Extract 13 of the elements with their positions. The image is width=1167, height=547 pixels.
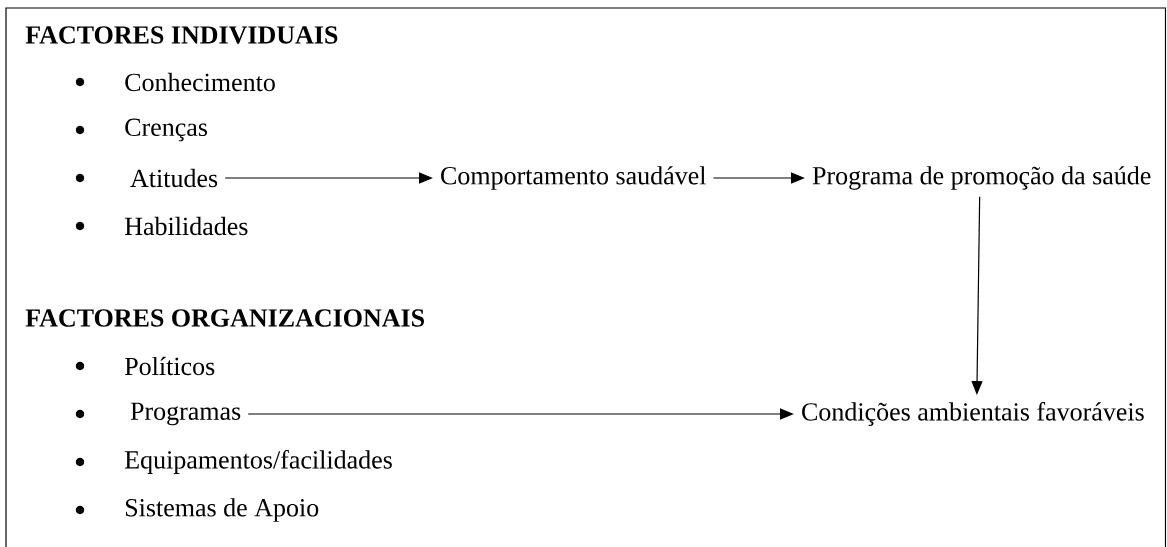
heading: FACTORES ORGANIZACIONAIS — [25, 309, 424, 327]
list-item: Equipamentos/facilidades — [75, 450, 392, 474]
heading: FACTORES INDIVIDUAIS — [25, 26, 338, 44]
list-item: Habilidades — [75, 216, 248, 236]
node-text: Atitudes — [130, 168, 218, 188]
node-text: Programas — [130, 402, 241, 426]
node-text: Comportamento saudável — [441, 166, 706, 190]
list-item: Políticos — [75, 356, 215, 376]
list-item: Sistemas de Apoio — [75, 498, 319, 522]
node-text: Condições ambientais favoráveis — [802, 402, 1144, 426]
list-item: Conhecimento — [75, 72, 275, 92]
node-text: Programa de promoção da saúde — [812, 166, 1151, 190]
list-item: Crenças — [75, 118, 207, 142]
